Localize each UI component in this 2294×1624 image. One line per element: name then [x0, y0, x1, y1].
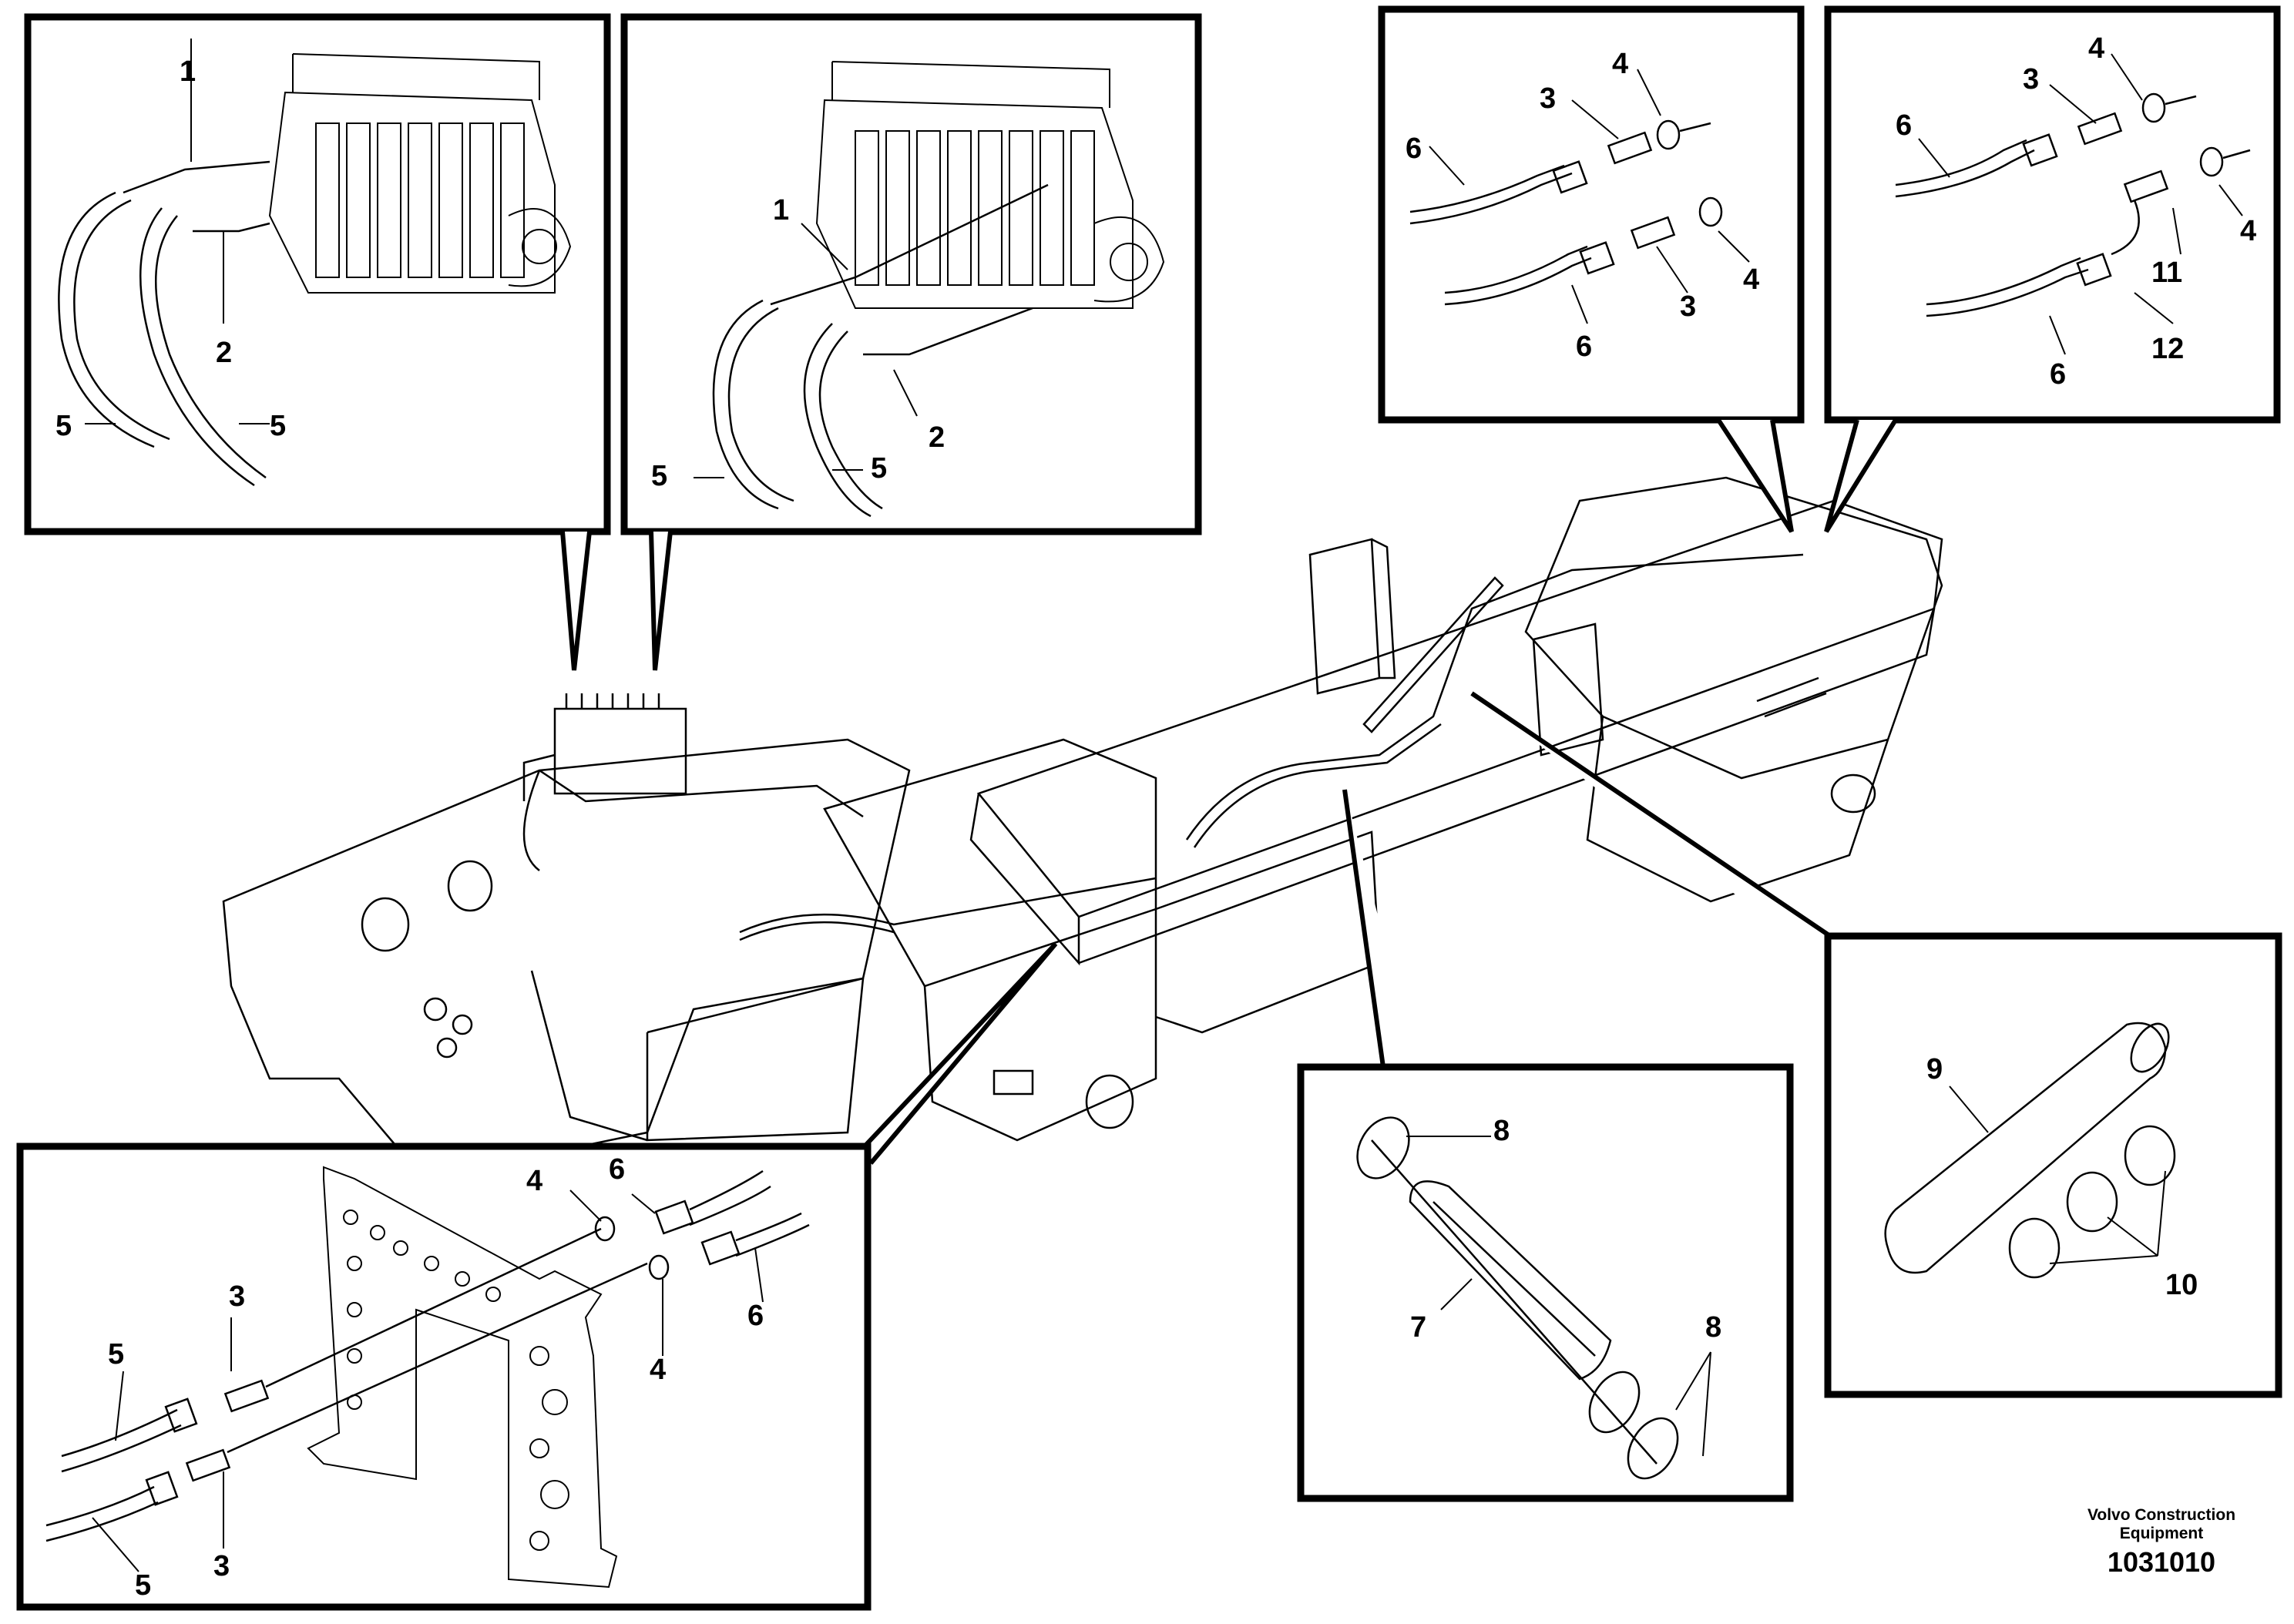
hoses [712, 183, 1049, 518]
panel-c-pointer [1716, 418, 1794, 533]
control-valve-block [268, 53, 572, 294]
callout-2: 2 [216, 337, 232, 369]
callout-4: 4 [2240, 215, 2256, 247]
callout-3: 3 [2023, 63, 2039, 96]
drawing-credit: Volvo Construction Equipment 1031010 [2050, 1506, 2273, 1579]
callout-5: 5 [270, 410, 286, 442]
callout-11: 11 [2151, 257, 2182, 289]
control-valve-block [815, 61, 1165, 309]
detail-panel-d: 4 3 6 4 11 12 6 [1824, 5, 2281, 533]
panel-b-pointer [649, 531, 673, 671]
callout-6: 6 [747, 1300, 764, 1332]
panel-d-pointer [1824, 418, 1898, 533]
callout-4: 4 [1743, 263, 1759, 296]
callout-5: 5 [871, 452, 887, 485]
detail-panel-g: 9 10 [1470, 691, 2282, 1398]
mounting-plate [307, 1166, 618, 1589]
detail-panel-c: 4 3 6 4 3 6 [1378, 5, 1805, 533]
panel-f-pointer [1342, 789, 1418, 1069]
callout-8: 8 [1493, 1115, 1510, 1147]
hoses [58, 160, 270, 487]
company-name-line1: Volvo Construction [2087, 1506, 2236, 1524]
callout-5: 5 [108, 1338, 124, 1371]
detail-panel-a: 1 2 5 5 [24, 13, 611, 671]
drawing-number: 1031010 [2107, 1546, 2216, 1578]
callout-9: 9 [1926, 1053, 1943, 1085]
panel-e-pointer [861, 941, 1058, 1165]
callout-10: 10 [2165, 1269, 2198, 1301]
callout-4: 4 [2088, 32, 2104, 65]
detail-panel-f: 8 7 8 [1297, 789, 1794, 1502]
panel-a-pointer [560, 531, 592, 671]
callout-1: 1 [773, 194, 789, 226]
callout-6: 6 [1896, 109, 1912, 142]
callout-6: 6 [609, 1153, 625, 1186]
callout-3: 3 [1680, 290, 1696, 323]
callout-8: 8 [1705, 1311, 1721, 1344]
callout-3: 3 [213, 1550, 230, 1582]
callout-3: 3 [1540, 82, 1556, 115]
callout-6: 6 [1406, 133, 1422, 165]
callout-3: 3 [229, 1280, 245, 1313]
callout-2: 2 [929, 421, 945, 454]
callout-5: 5 [651, 460, 667, 492]
callout-1: 1 [180, 55, 196, 88]
callout-12: 12 [2151, 333, 2184, 365]
callout-5: 5 [55, 410, 72, 442]
panel-g-pointer [1470, 691, 1832, 967]
callout-6: 6 [2050, 358, 2066, 391]
callout-4: 4 [526, 1165, 542, 1197]
callout-6: 6 [1576, 331, 1592, 363]
detail-panel-e: 4 6 3 5 4 6 3 5 [16, 941, 1058, 1611]
callout-5: 5 [135, 1569, 151, 1602]
callout-4: 4 [650, 1354, 666, 1386]
detail-panel-b: 1 2 5 5 [620, 13, 1202, 671]
chassis-frame [222, 476, 1943, 1180]
callout-7: 7 [1410, 1311, 1426, 1344]
callout-4: 4 [1612, 48, 1628, 80]
company-name-line2: Equipment [2119, 1525, 2204, 1542]
